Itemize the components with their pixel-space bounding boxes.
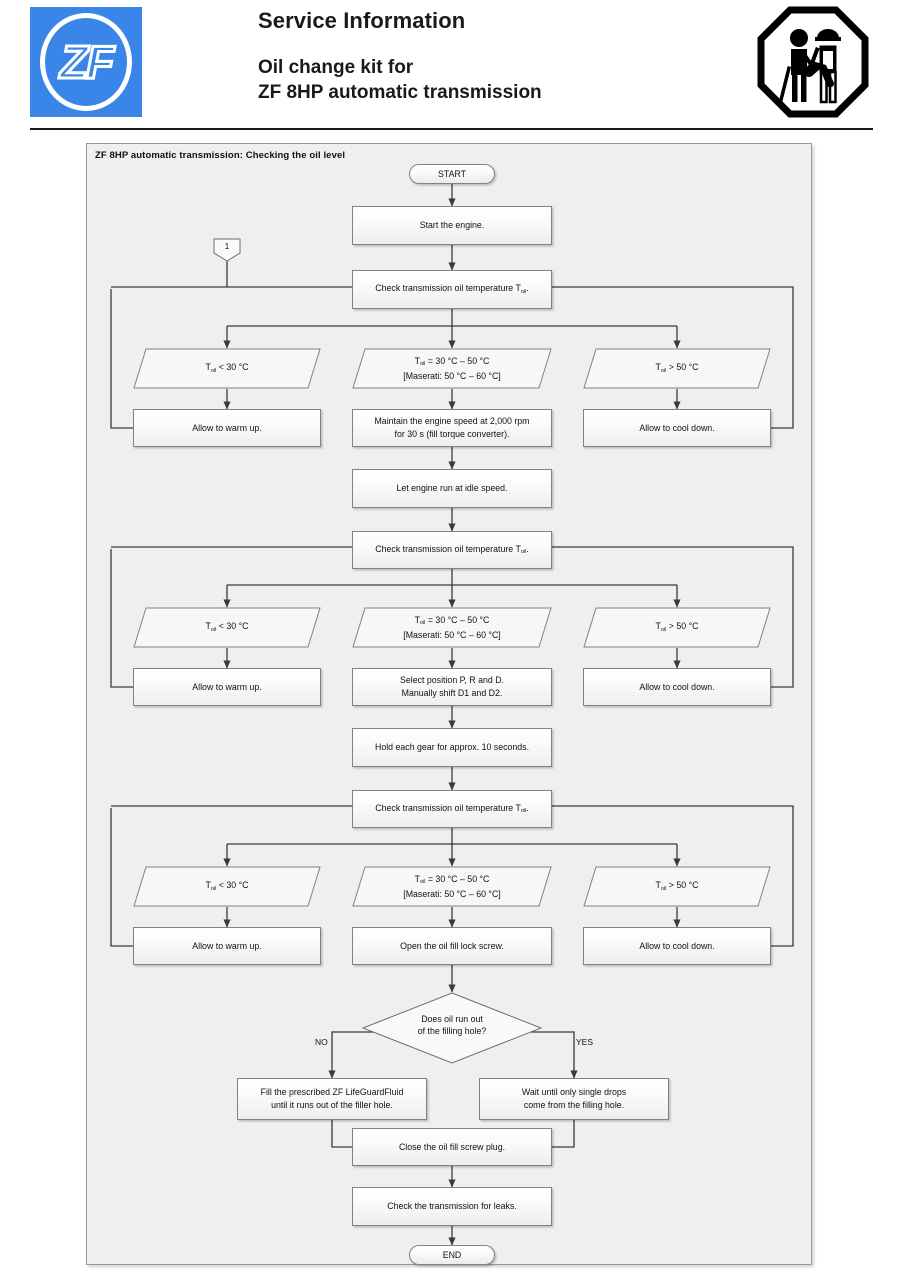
condition-mid-2: Toil = 30 °C – 50 °C [Maserati: 50 °C – …	[352, 607, 552, 648]
process-check-temp-2: Check transmission oil temperature Toil.	[352, 531, 552, 569]
process-warm-up-1: Allow to warm up.	[133, 409, 321, 447]
process-cool-down-1: Allow to cool down.	[583, 409, 771, 447]
cond-hot-2-sub: oil	[660, 626, 667, 633]
process-close-plug: Close the oil fill screw plug.	[352, 1128, 552, 1166]
cond-mid-3-post: = 30 °C – 50 °C	[425, 873, 490, 884]
cond-cold-3-post: < 30 °C	[216, 880, 249, 890]
process-cool-down-2: Allow to cool down.	[583, 668, 771, 706]
process-check-temp-1: Check transmission oil temperature Toil.	[352, 270, 552, 309]
process-cool-down-3: Allow to cool down.	[583, 927, 771, 965]
process-check-leaks: Check the transmission for leaks.	[352, 1187, 552, 1226]
cond-mid-2-line2: [Maserati: 50 °C – 60 °C]	[403, 629, 501, 640]
condition-cold-3: Toil < 30 °C	[133, 866, 321, 907]
page-subtitle-line2: ZF 8HP automatic transmission	[258, 82, 542, 103]
cond-hot-3-pre: T	[655, 880, 661, 890]
zf-logo: ZF	[30, 7, 142, 117]
branch-label-yes: YES	[576, 1037, 594, 1047]
header-titles: Service Information Oil change kit for Z…	[258, 8, 728, 105]
process-warm-up-3: Allow to warm up.	[133, 927, 321, 965]
process-hold-gear: Hold each gear for approx. 10 seconds.	[352, 728, 552, 767]
process-warm-up-2: Allow to warm up.	[133, 668, 321, 706]
cond-mid-3-sub: oil	[419, 879, 426, 886]
page-subtitle: Oil change kit for ZF 8HP automatic tran…	[258, 55, 728, 105]
wait-drops-line1: Wait until only single drops	[521, 1087, 627, 1097]
cond-cold-1-post: < 30 °C	[216, 362, 249, 372]
process-maintain-speed: Maintain the engine speed at 2,000 rpm fo…	[352, 409, 552, 447]
decision-line2: of the filling hole?	[417, 1026, 487, 1036]
cond-cold-2-post: < 30 °C	[216, 621, 249, 631]
terminator-start: START	[409, 164, 495, 184]
check-temp-3-text: Check transmission oil temperature T	[375, 802, 521, 813]
flowchart-frame: ZF 8HP automatic transmission: Checking …	[86, 143, 812, 1265]
check-temp-1-sub: oil	[520, 288, 527, 295]
process-idle-speed: Let engine run at idle speed.	[352, 469, 552, 508]
process-wait-drops: Wait until only single drops come from th…	[479, 1078, 669, 1120]
process-start-engine: Start the engine.	[352, 206, 552, 245]
cond-hot-1-post: > 50 °C	[666, 362, 699, 372]
condition-mid-1: Toil = 30 °C – 50 °C [Maserati: 50 °C – …	[352, 348, 552, 389]
cond-mid-2-sub: oil	[419, 620, 426, 627]
cond-cold-1-pre: T	[205, 362, 211, 372]
cond-hot-3-sub: oil	[660, 885, 667, 892]
process-open-screw: Open the oil fill lock screw.	[352, 927, 552, 965]
process-fill-fluid: Fill the prescribed ZF LifeGuardFluid unt…	[237, 1078, 427, 1120]
cond-mid-1-line2: [Maserati: 50 °C – 60 °C]	[403, 370, 501, 381]
off-page-connector-1-label: 1	[224, 242, 230, 251]
two-workers-octagon-icon	[757, 6, 869, 118]
check-temp-1-text: Check transmission oil temperature T	[375, 283, 521, 293]
condition-mid-3: Toil = 30 °C – 50 °C [Maserati: 50 °C – …	[352, 866, 552, 907]
cond-hot-2-pre: T	[655, 621, 661, 631]
flow-connectors	[110, 184, 794, 1246]
process-select-position: Select position P, R and D. Manually shif…	[352, 668, 552, 706]
cond-cold-3-pre: T	[205, 880, 211, 890]
header-divider	[30, 128, 873, 130]
fill-fluid-line1: Fill the prescribed ZF LifeGuardFluid	[260, 1087, 404, 1097]
check-temp-2-text: Check transmission oil temperature T	[375, 543, 521, 554]
zf-logo-ring	[40, 13, 132, 111]
cond-cold-2-pre: T	[205, 621, 211, 631]
branch-label-no: NO	[315, 1037, 328, 1047]
cond-hot-3-post: > 50 °C	[666, 880, 699, 890]
wait-drops-line2: come from the filling hole.	[523, 1100, 625, 1110]
check-temp-2-sub: oil	[520, 549, 527, 556]
zf-logo-text: ZF	[58, 35, 115, 90]
cond-hot-1-pre: T	[655, 362, 661, 372]
cond-mid-1-sub: oil	[419, 361, 426, 368]
cond-mid-2-pre: T	[414, 614, 420, 625]
cond-mid-1-post: = 30 °C – 50 °C	[425, 355, 490, 366]
decision-oil-runs-out: Does oil run out of the filling hole?	[362, 992, 542, 1064]
cond-cold-1-sub: oil	[210, 367, 217, 374]
select-position-line1: Select position P, R and D.	[400, 675, 504, 685]
cond-mid-1-pre: T	[414, 355, 420, 366]
process-check-temp-3: Check transmission oil temperature Toil.	[352, 790, 552, 828]
page-subtitle-line1: Oil change kit for	[258, 57, 414, 78]
select-position-line2: Manually shift D1 and D2.	[401, 688, 503, 698]
condition-cold-1: Toil < 30 °C	[133, 348, 321, 389]
cond-mid-3-line2: [Maserati: 50 °C – 60 °C]	[403, 888, 501, 899]
cond-hot-1-sub: oil	[660, 367, 667, 374]
condition-hot-1: Toil > 50 °C	[583, 348, 771, 389]
page-header: ZF Service Information Oil change kit fo…	[0, 0, 899, 132]
cond-cold-2-sub: oil	[210, 626, 217, 633]
cond-cold-3-sub: oil	[210, 885, 217, 892]
check-temp-3-sub: oil	[520, 808, 527, 815]
terminator-end: END	[409, 1245, 495, 1265]
cond-hot-2-post: > 50 °C	[666, 621, 699, 631]
condition-hot-2: Toil > 50 °C	[583, 607, 771, 648]
cond-mid-3-pre: T	[414, 873, 420, 884]
flowchart-title: ZF 8HP automatic transmission: Checking …	[95, 150, 346, 161]
maintain-speed-line1: Maintain the engine speed at 2,000 rpm	[374, 416, 530, 426]
cond-mid-2-post: = 30 °C – 50 °C	[425, 614, 490, 625]
page-title: Service Information	[258, 8, 466, 33]
decision-line1: Does oil run out	[421, 1014, 483, 1024]
condition-hot-3: Toil > 50 °C	[583, 866, 771, 907]
off-page-connector-1: 1	[213, 238, 241, 262]
fill-fluid-line2: until it runs out of the filler hole.	[271, 1100, 393, 1110]
condition-cold-2: Toil < 30 °C	[133, 607, 321, 648]
maintain-speed-line2: for 30 s (fill torque converter).	[394, 429, 510, 439]
